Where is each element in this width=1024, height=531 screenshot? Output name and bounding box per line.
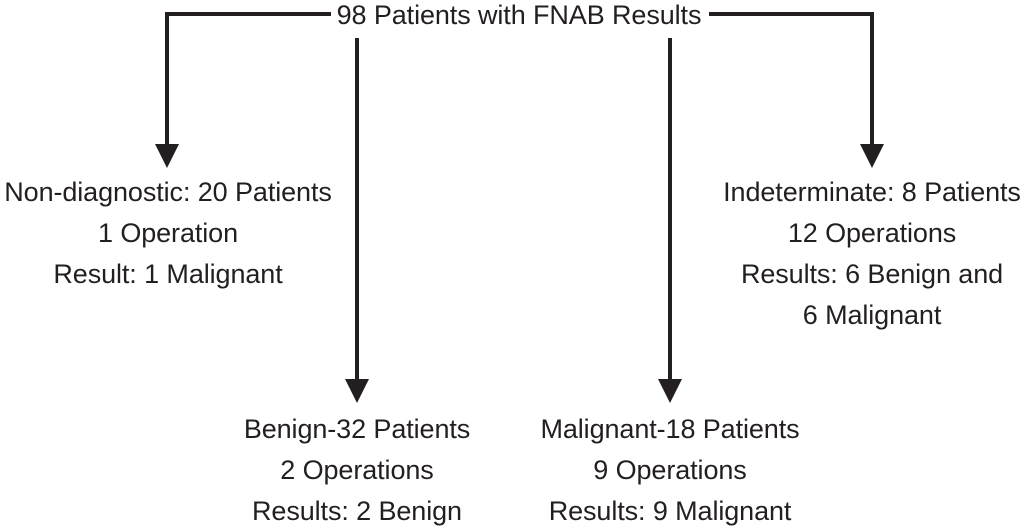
node-benign-line-3: Results: 2 Benign (252, 496, 462, 526)
node-root: 98 Patients with FNAB Results (319, 0, 719, 30)
node-benign-line-1: Benign-32 Patients (243, 414, 471, 444)
node-indeterminate-line-3: Results: 6 Benign and (740, 259, 1004, 289)
connector-to-benign-arrowhead (345, 379, 369, 403)
connector-to-non-diagnostic-arrowhead (155, 144, 179, 168)
node-malignant-line-3: Results: 9 Malignant (548, 496, 792, 526)
node-indeterminate: Indeterminate: 8 Patients 12 Operations … (700, 172, 1024, 336)
node-non-diagnostic: Non-diagnostic: 20 Patients 1 Operation … (0, 172, 344, 295)
node-indeterminate-line-2: 12 Operations (787, 218, 957, 248)
node-root-line-1: 98 Patients with FNAB Results (336, 0, 702, 30)
node-malignant-line-1: Malignant-18 Patients (540, 414, 800, 444)
node-non-diagnostic-line-1: Non-diagnostic: 20 Patients (4, 177, 332, 207)
node-malignant: Malignant-18 Patients 9 Operations Resul… (518, 409, 822, 531)
node-indeterminate-line-1: Indeterminate: 8 Patients (723, 177, 1021, 207)
connector-to-indeterminate-arrowhead (860, 144, 884, 168)
connector-to-malignant-arrowhead (658, 379, 682, 403)
node-benign: Benign-32 Patients 2 Operations Results:… (213, 409, 501, 531)
node-non-diagnostic-line-2: 1 Operation (98, 218, 238, 248)
node-non-diagnostic-line-3: Result: 1 Malignant (53, 259, 283, 289)
node-indeterminate-line-4: 6 Malignant (802, 300, 942, 330)
node-benign-line-2: 2 Operations (280, 455, 434, 485)
node-malignant-line-2: 9 Operations (593, 455, 747, 485)
